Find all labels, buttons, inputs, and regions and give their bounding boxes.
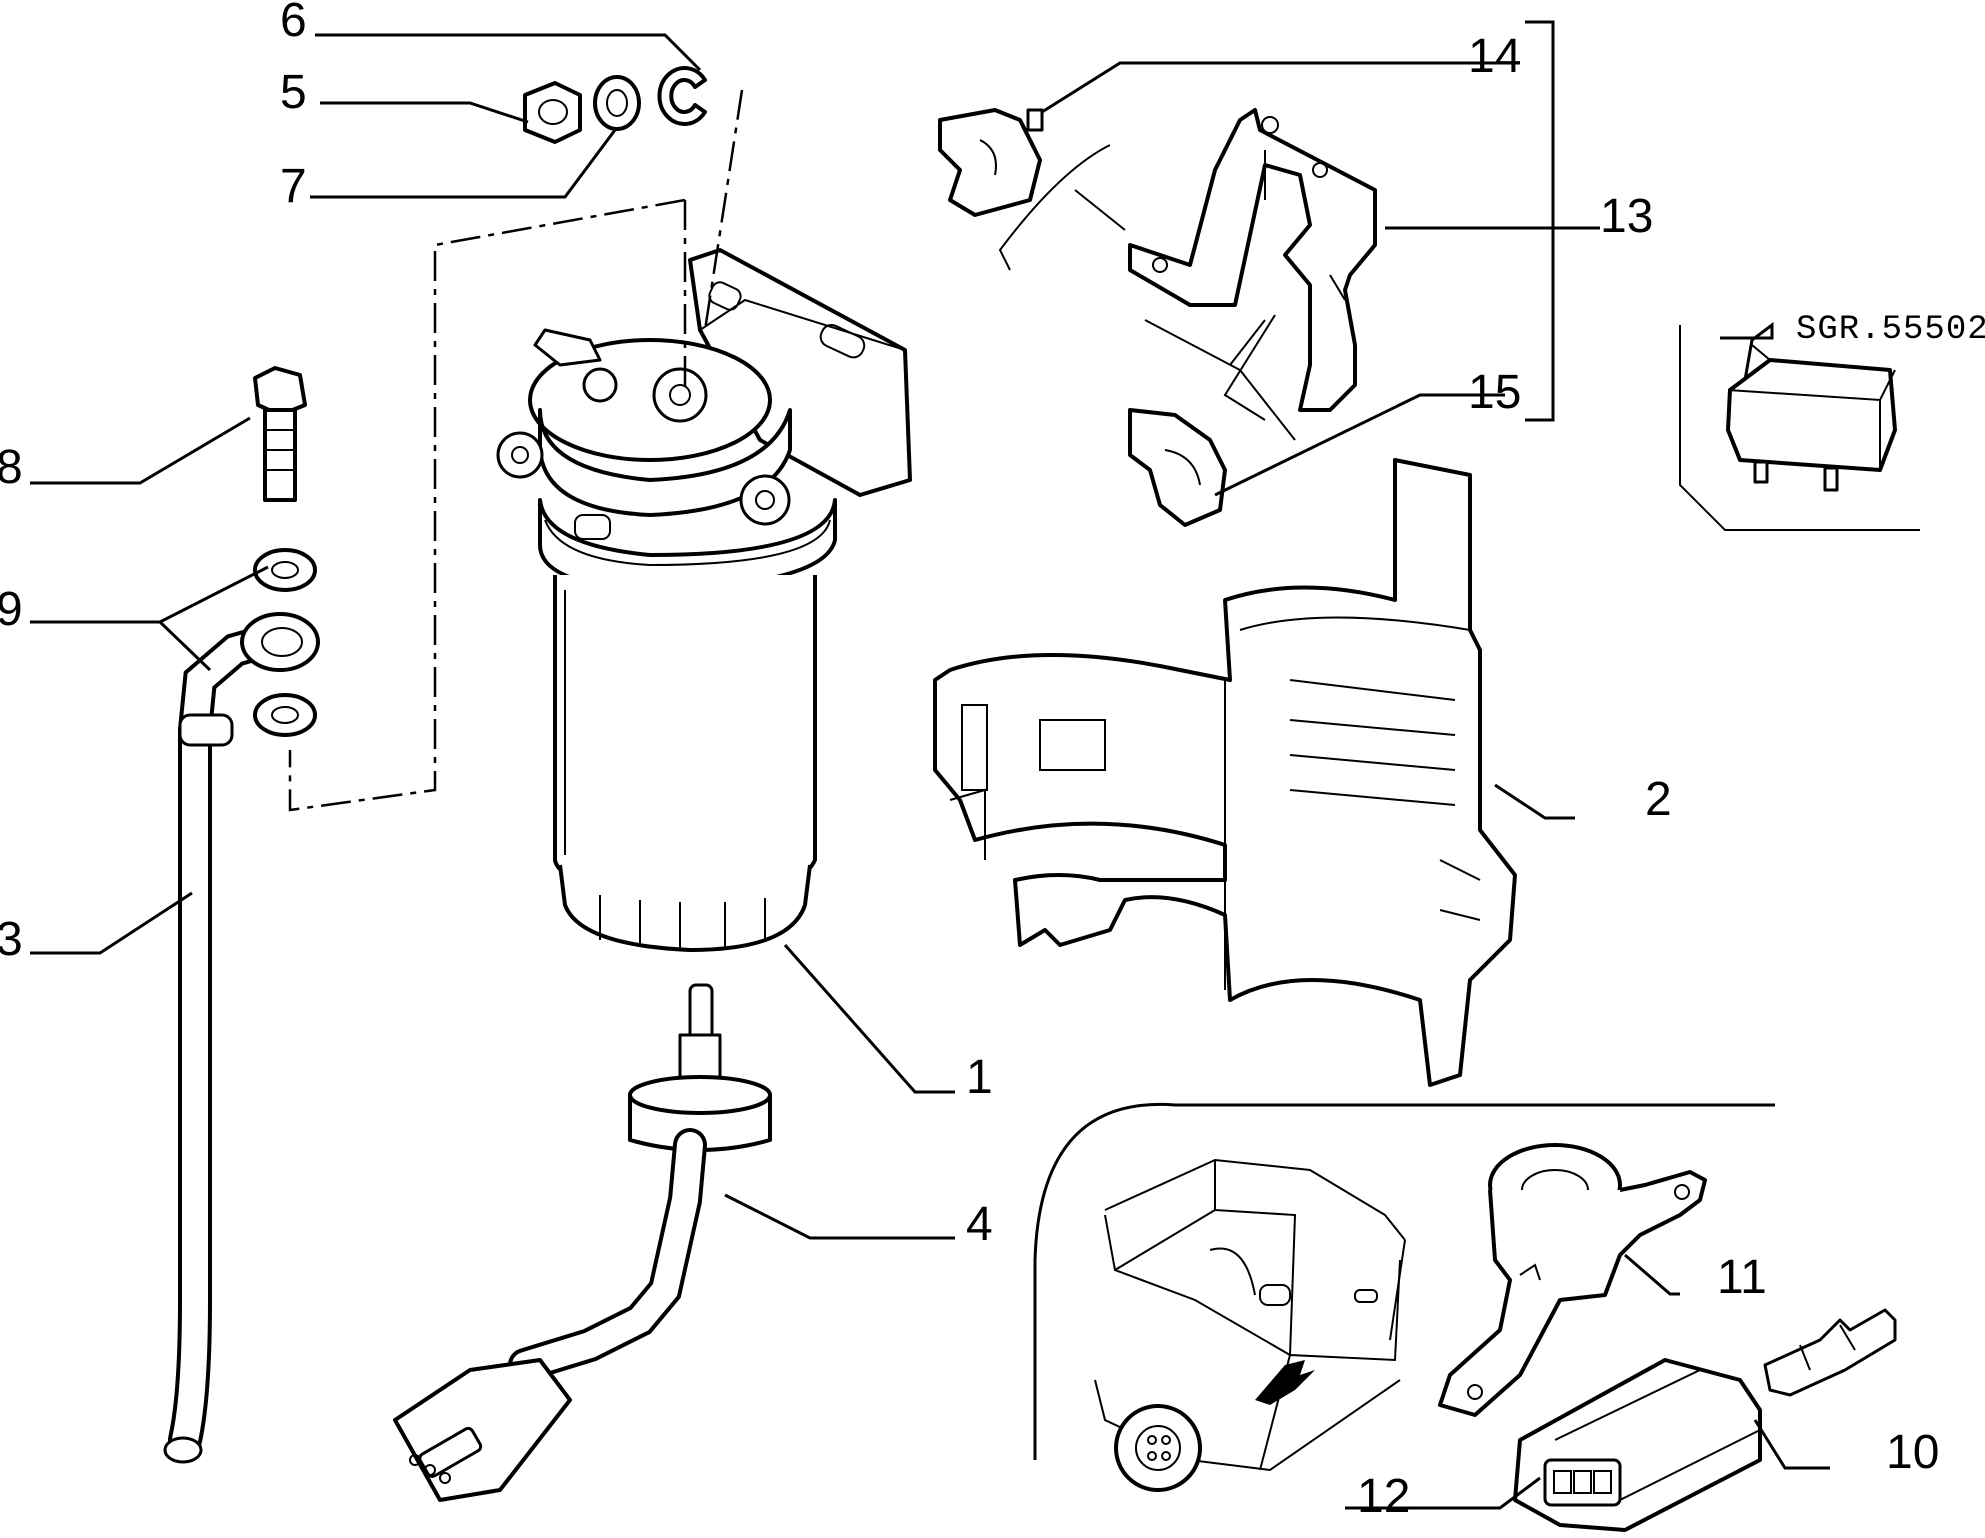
fuel-filter-assembly [496,248,912,952]
callout-2: 2 [1645,773,1672,826]
banjo-bolt [253,366,307,502]
callout-9: 9 [0,583,23,636]
leader-lines [30,33,1830,1510]
callout-12: 12 [1357,1470,1410,1523]
vehicle-location-inset [1033,1102,1897,1532]
relay-module [1679,325,1920,531]
electrical-connector [1513,1358,1762,1532]
callout-8: 8 [0,441,23,494]
callout-4: 4 [966,1198,993,1251]
callout-5: 5 [280,66,307,119]
callout-10: 10 [1886,1426,1939,1479]
washer-7 [593,75,641,131]
fuel-pipe [163,612,320,1464]
callout-6: 6 [280,0,307,47]
filter-holder-bracket [933,458,1517,1087]
callout-7: 7 [280,160,307,213]
c-clip-6 [657,66,707,126]
car-sketch [1094,1158,1406,1492]
copper-washer-lower [253,693,317,737]
callout-13: 13 [1600,190,1653,243]
sensor-holder [1438,1143,1707,1417]
water-sensor [393,983,772,1502]
sensor-mounting-bracket [1128,108,1377,412]
callout-1: 1 [966,1051,993,1104]
callout-11: 11 [1717,1251,1767,1304]
reference-code: SGR.55502 [1796,311,1985,349]
callout-15: 15 [1468,366,1521,419]
terminal-pin [1763,1308,1897,1397]
callout-14: 14 [1468,30,1521,83]
callout-3: 3 [0,913,23,966]
copper-washer-upper [253,548,317,592]
hex-nut [523,81,582,144]
hose-clip-15 [1128,408,1227,527]
hose-clip-14 [938,108,1044,217]
